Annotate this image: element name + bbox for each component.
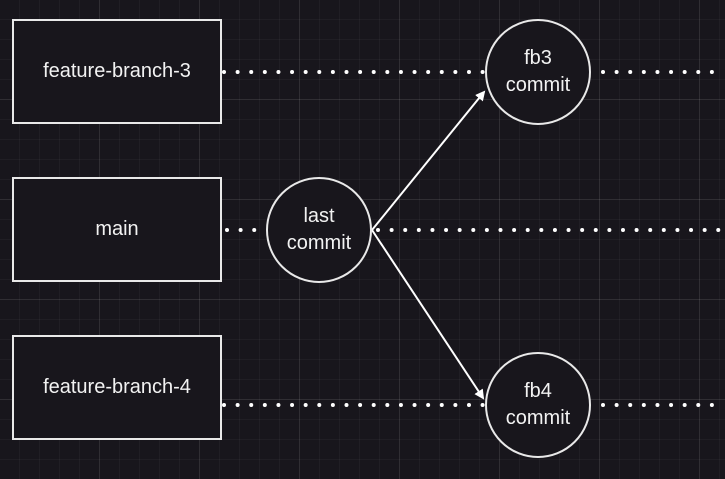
branch-label-feature-branch-4: feature-branch-4 (43, 376, 191, 398)
branch-box-feature-branch-4: feature-branch-4 (12, 335, 222, 440)
commit-last-line2: commit (286, 232, 352, 254)
branch-label-main: main (95, 218, 139, 240)
commit-fb4-line1: fb4 (524, 380, 552, 402)
branch-box-feature-branch-3: feature-branch-3 (12, 19, 222, 124)
commit-fb3-line1: fb3 (524, 47, 552, 69)
commit-node-fb3: fb3 commit (485, 19, 591, 125)
commit-node-fb4: fb4 commit (485, 352, 591, 458)
arrow-to-fb4-commit (371, 229, 485, 400)
branch-box-main: main (12, 177, 222, 282)
commit-fb4-line2: commit (505, 407, 571, 429)
commit-node-last: last commit (266, 177, 372, 283)
commit-fb3-line2: commit (505, 74, 571, 96)
arrow-to-fb3-commit (371, 90, 486, 231)
commit-last-line1: last (303, 205, 335, 227)
branch-label-feature-branch-3: feature-branch-3 (43, 60, 191, 82)
